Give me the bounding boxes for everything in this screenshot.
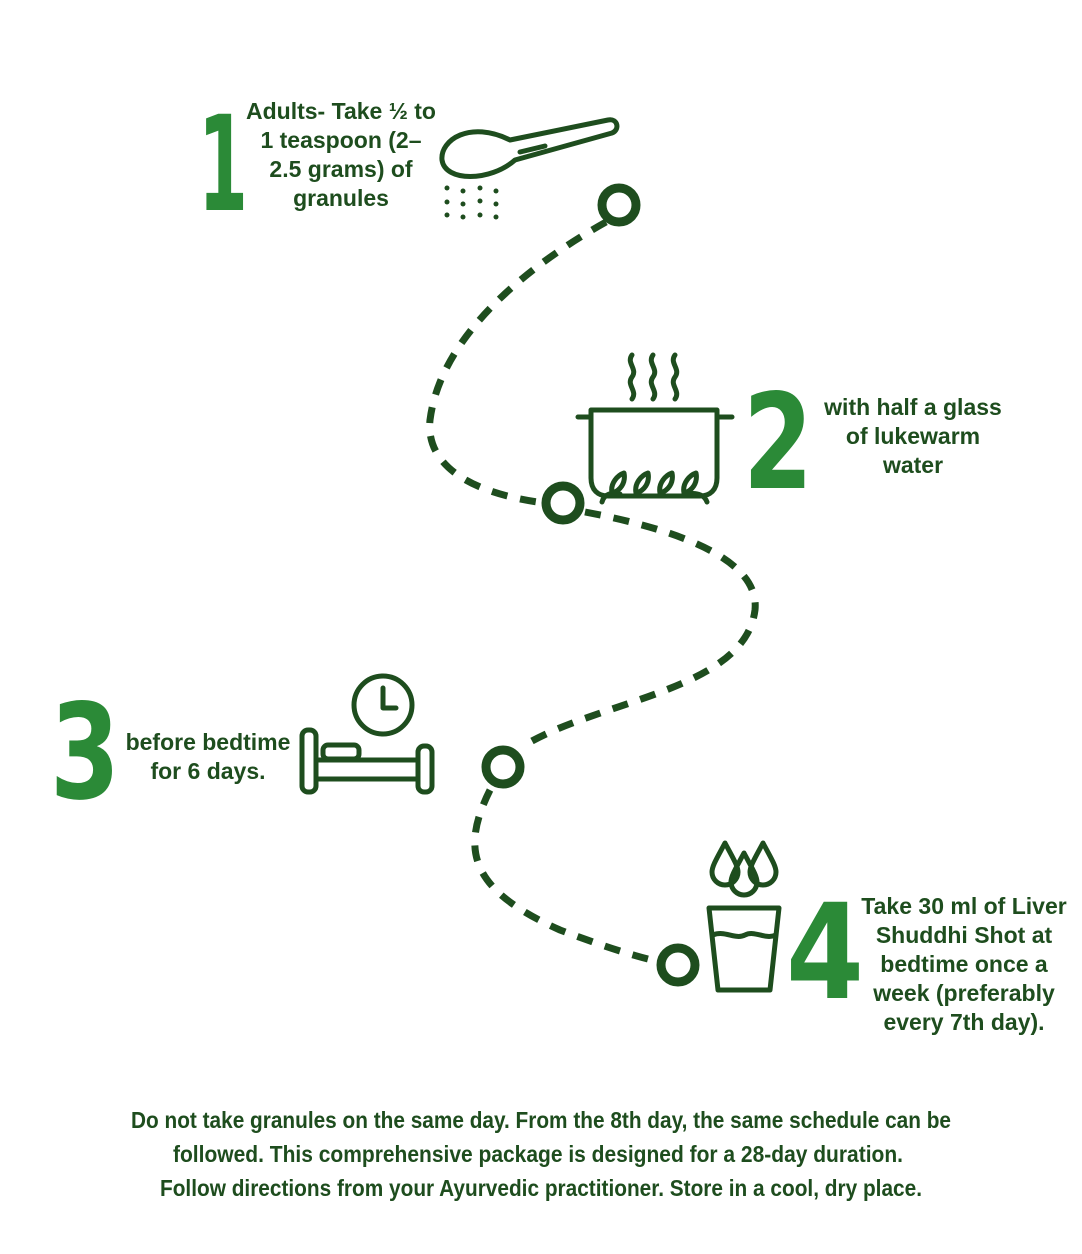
text-line: every 7th day). bbox=[883, 1009, 1044, 1035]
text-line: of lukewarm bbox=[846, 423, 980, 449]
footer-line: Do not take granules on the same day. Fr… bbox=[131, 1107, 951, 1133]
glass-water-icon bbox=[706, 840, 782, 993]
footer-note: Do not take granules on the same day. Fr… bbox=[131, 1107, 951, 1201]
cooking-pot-icon bbox=[575, 352, 735, 505]
step-1-text: Adults- Take ½ to 1 teaspoon (2– 2.5 gra… bbox=[246, 98, 436, 211]
text-line: granules bbox=[293, 185, 389, 211]
step-4-text: Take 30 ml of Liver Shuddhi Shot at bedt… bbox=[861, 893, 1066, 1035]
bed-clock-icon bbox=[299, 673, 435, 795]
text-line: 2.5 grams) of bbox=[269, 156, 412, 182]
text-line: bedtime once a bbox=[880, 951, 1048, 977]
text-line: Take 30 ml of Liver bbox=[861, 893, 1066, 919]
step-2: 2 with half a glass of lukewarm water bbox=[575, 352, 1002, 520]
text-line: before bedtime bbox=[126, 729, 291, 755]
text-line: with half a glass bbox=[823, 394, 1002, 420]
spoon-icon bbox=[439, 117, 620, 220]
step-1: 1 Adults- Take ½ to 1 teaspoon (2– 2.5 g… bbox=[198, 88, 620, 242]
step-number-1: 1 bbox=[198, 88, 248, 242]
footer-line: followed. This comprehensive package is … bbox=[173, 1141, 903, 1167]
text-line: Shuddhi Shot at bbox=[876, 922, 1053, 948]
step-3: 3 before bedtime for 6 days. bbox=[50, 673, 435, 830]
step-number-3: 3 bbox=[50, 676, 120, 830]
route-node-4 bbox=[656, 943, 700, 987]
text-line: water bbox=[882, 452, 943, 478]
step-2-text: with half a glass of lukewarm water bbox=[823, 394, 1002, 478]
route-node-3 bbox=[481, 745, 525, 789]
step-3-text: before bedtime for 6 days. bbox=[126, 729, 291, 784]
dashed-route bbox=[426, 218, 759, 966]
text-line: Adults- Take ½ to bbox=[246, 98, 436, 124]
text-line: 1 teaspoon (2– bbox=[260, 127, 421, 153]
text-line: for 6 days. bbox=[150, 758, 265, 784]
step-4: 4 Take 30 ml of Liver Shuddhi Shot at be… bbox=[706, 840, 1067, 1035]
route-node-1 bbox=[597, 183, 641, 227]
text-line: week (preferably bbox=[872, 980, 1055, 1006]
step-number-2: 2 bbox=[743, 366, 813, 520]
route-node-2 bbox=[541, 481, 585, 525]
step-number-4: 4 bbox=[786, 876, 864, 1030]
footer-line: Follow directions from your Ayurvedic pr… bbox=[160, 1175, 922, 1201]
